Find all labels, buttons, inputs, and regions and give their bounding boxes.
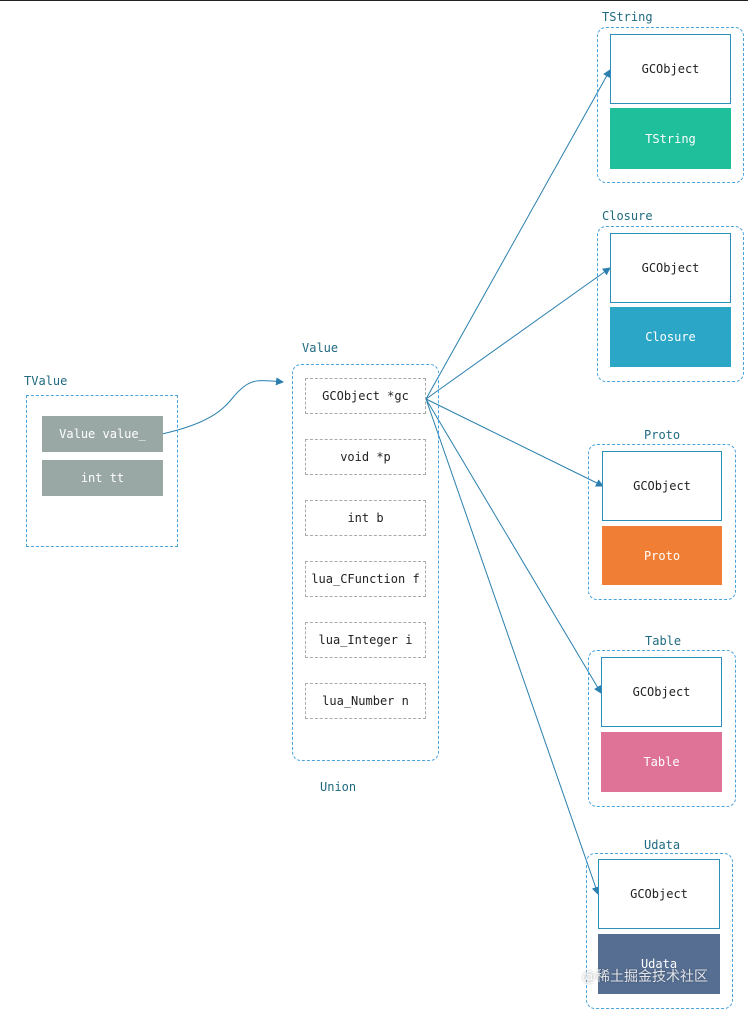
top-border-line <box>0 0 748 1</box>
closure-label: Closure <box>602 209 653 223</box>
proto-label: Proto <box>644 428 681 442</box>
arrow-gc-to-tstring <box>425 69 611 400</box>
value-field-gc: GCObject *gc <box>305 378 426 414</box>
tvalue-field-tt: int tt <box>42 460 163 496</box>
table-gcobject: GCObject <box>601 657 722 727</box>
proto-box <box>588 444 736 600</box>
table-body: Table <box>601 732 722 792</box>
closure-gcobject: GCObject <box>610 233 731 303</box>
tstring-label: TString <box>602 10 653 24</box>
closure-body: Closure <box>610 307 731 367</box>
value-field-f: lua_CFunction f <box>305 561 426 597</box>
udata-gcobject: GCObject <box>598 859 720 929</box>
table-label: Table <box>645 634 682 648</box>
value-label: Value <box>302 341 339 355</box>
watermark: @稀土掘金技术社区 <box>582 969 708 985</box>
arrow-gc-to-closure <box>425 267 611 400</box>
udata-label: Udata <box>644 838 681 852</box>
tvalue-label: TValue <box>24 374 68 388</box>
arrow-gc-to-udata <box>425 398 600 895</box>
arrow-tvalue-to-value <box>161 377 284 435</box>
value-field-b: int b <box>305 500 426 536</box>
udata-body: Udata <box>598 934 720 994</box>
proto-body: Proto <box>602 526 722 585</box>
value-field-i: lua_Integer i <box>305 622 426 658</box>
arrow-gc-to-table <box>425 398 602 694</box>
closure-box <box>597 226 744 382</box>
tstring-body: TString <box>610 108 731 169</box>
union-caption: Union <box>320 780 357 794</box>
value-union-box <box>292 364 439 761</box>
proto-gcobject: GCObject <box>602 451 722 521</box>
tvalue-field-value: Value value_ <box>42 416 163 452</box>
tstring-gcobject: GCObject <box>610 34 731 104</box>
table-box <box>588 650 736 807</box>
tvalue-box <box>26 395 178 547</box>
value-field-n: lua_Number n <box>305 683 426 719</box>
udata-box <box>586 853 733 1009</box>
value-field-p: void *p <box>305 439 426 475</box>
arrow-gc-to-proto <box>425 398 604 487</box>
tstring-box <box>597 27 744 183</box>
